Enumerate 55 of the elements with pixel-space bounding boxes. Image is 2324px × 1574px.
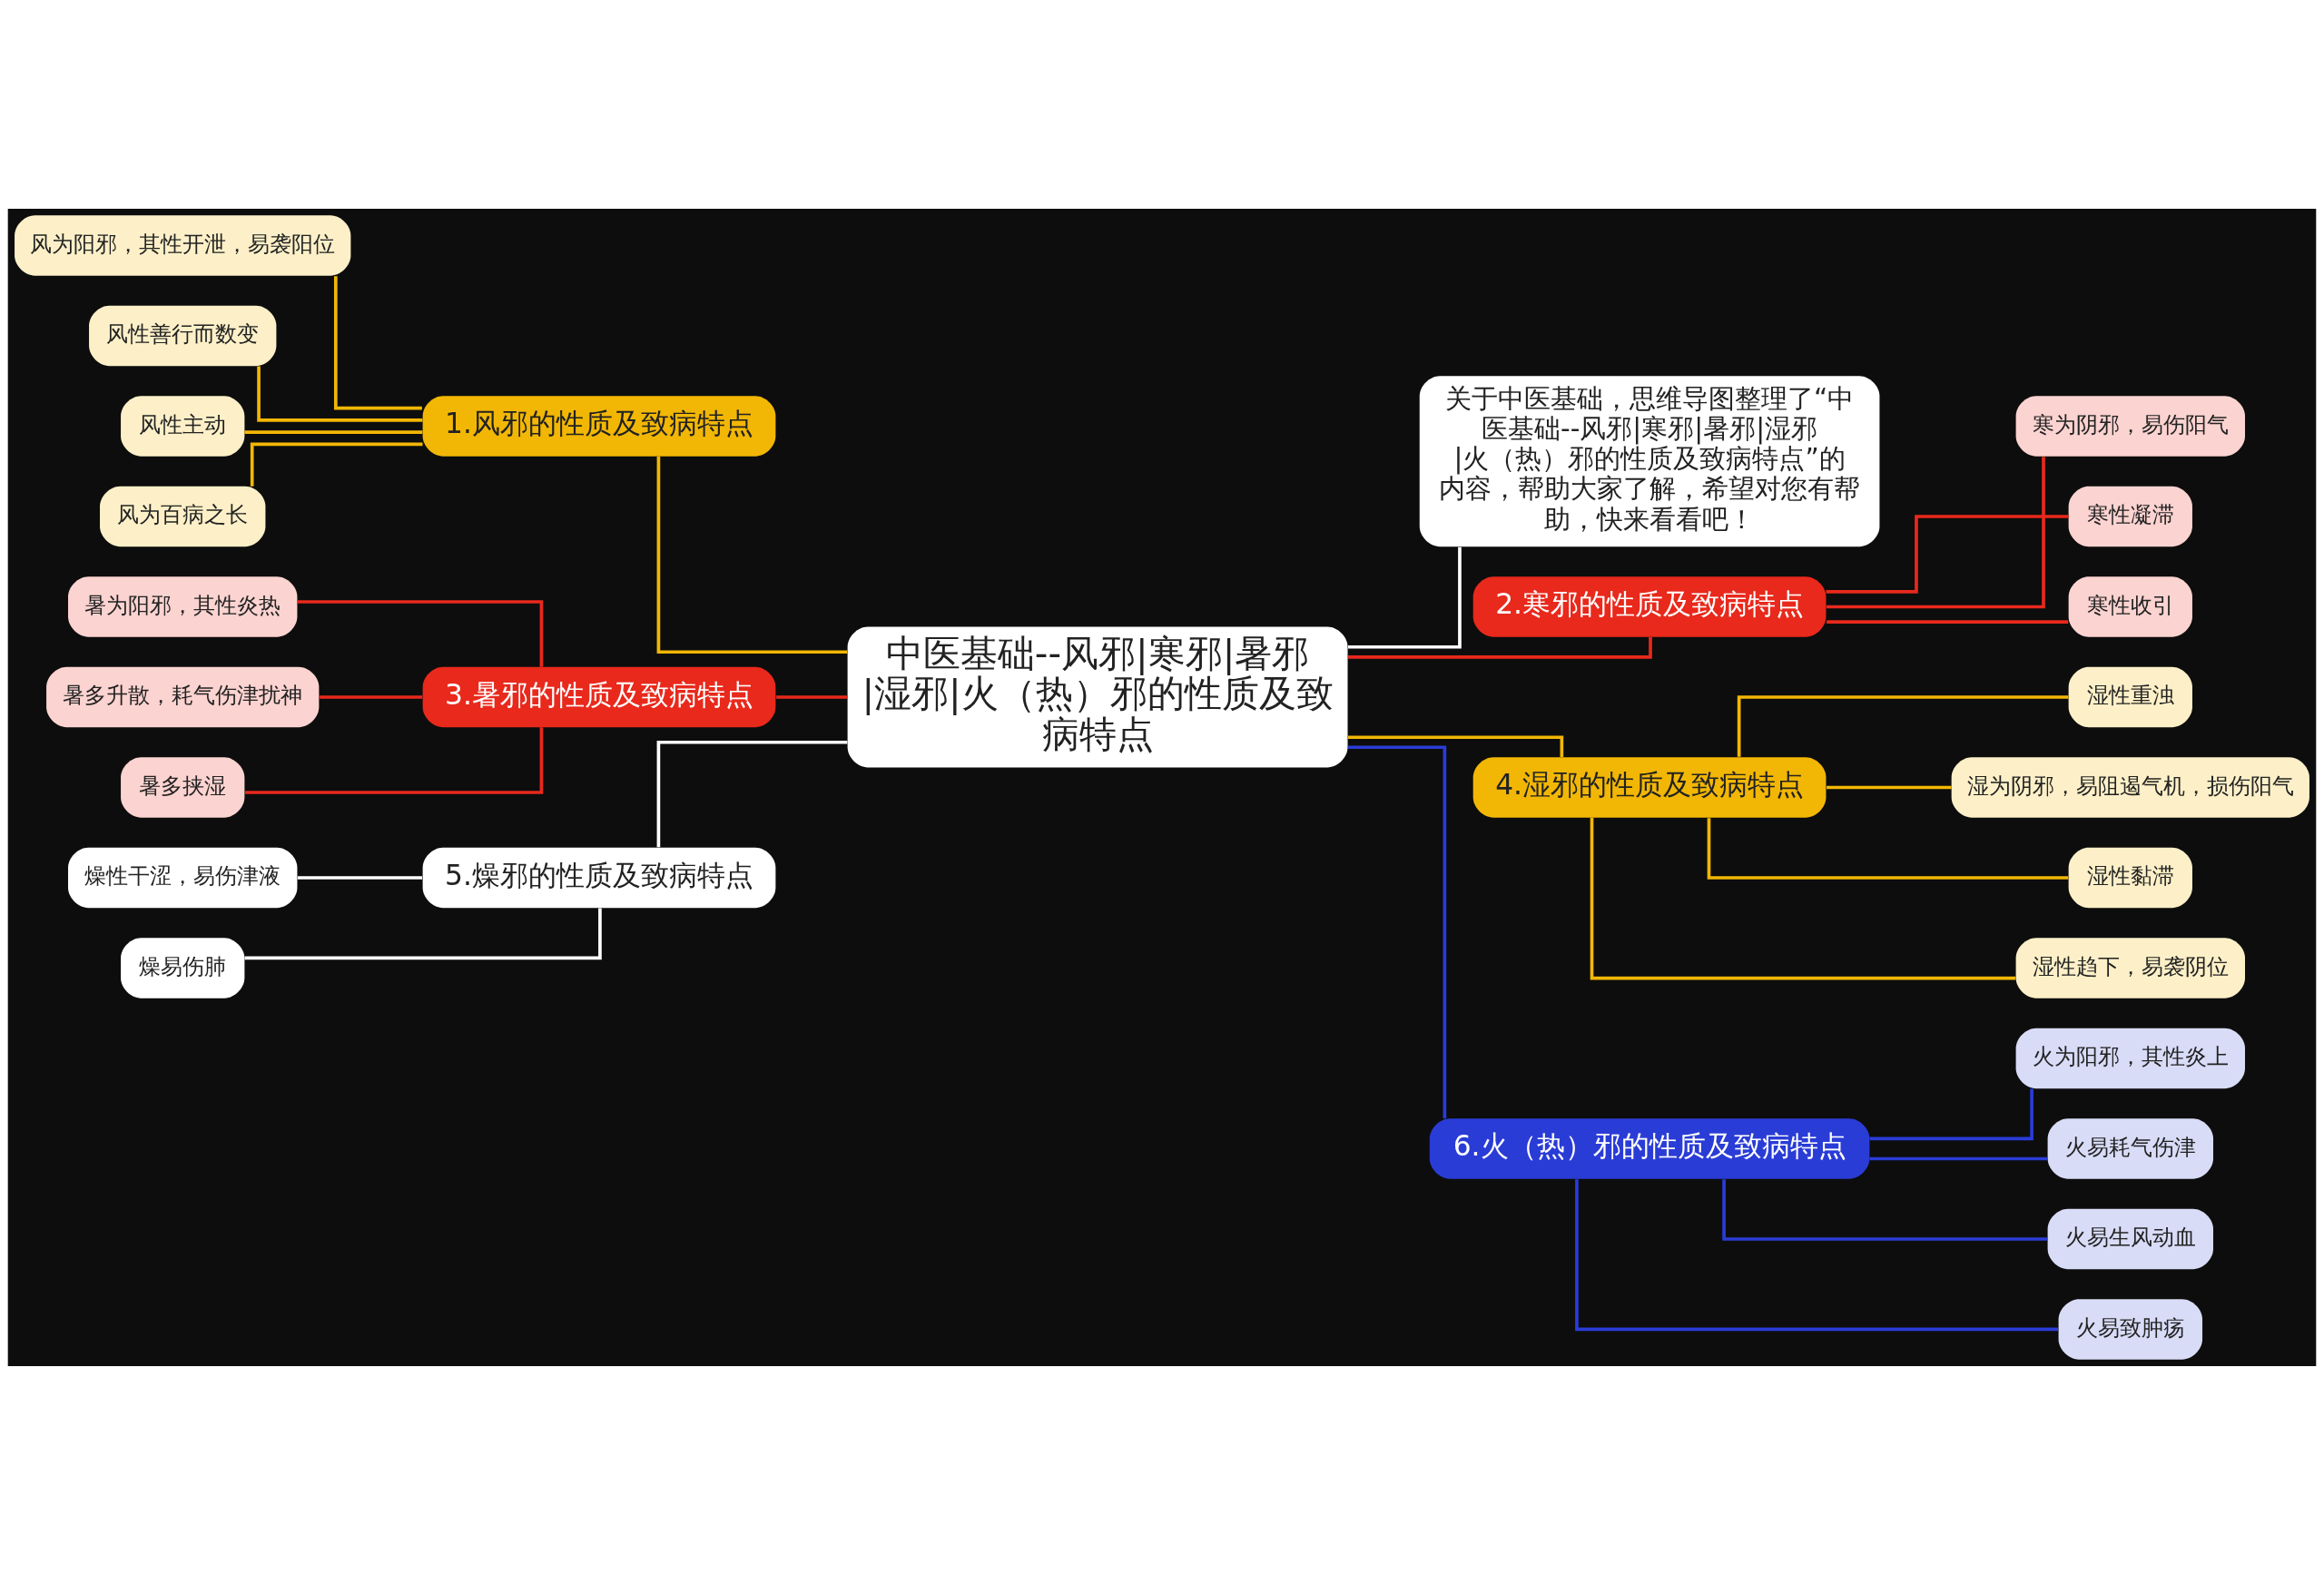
node-box: 湿为阴邪，易阻遏气机，损伤阳气	[1951, 756, 2309, 818]
node-box: 湿性重浊	[2068, 666, 2192, 727]
node-box: 湿性趋下，易袭阴位	[2015, 937, 2245, 999]
node-box: 火易生风动血	[2047, 1208, 2213, 1269]
connector	[1827, 619, 2069, 624]
node-box: 3.暑邪的性质及致病特点	[422, 666, 776, 727]
node-box: 火易耗气伤津	[2047, 1117, 2213, 1179]
connector	[656, 456, 848, 654]
connector	[656, 740, 848, 847]
connector	[1722, 1178, 2048, 1241]
connector	[1827, 785, 1952, 789]
node-box: 关于中医基础，思维导图整理了“中医基础--风邪|寒邪|暑邪|湿邪|火（热）邪的性质及致病特点”的内容，帮助大家了解，希望对您有帮助，快来看看吧！	[1419, 375, 1880, 546]
connector	[776, 694, 848, 699]
connector	[1348, 636, 1652, 659]
connector	[1826, 456, 2045, 608]
node-box: 燥易伤肺	[121, 937, 245, 999]
connector	[1347, 744, 1447, 1118]
node-box: 暑多挟湿	[121, 756, 245, 818]
connector	[333, 275, 422, 409]
connector	[257, 366, 423, 422]
node-box: 风为阳邪，其性开泄，易袭阳位	[15, 214, 351, 276]
connector	[244, 429, 423, 434]
connector	[244, 907, 602, 959]
node-box: 暑多升散，耗气伤津扰神	[46, 666, 320, 727]
connector	[1869, 1156, 2048, 1160]
node-box: 2.寒邪的性质及致病特点	[1472, 575, 1827, 637]
connector	[297, 875, 423, 880]
node-box: 寒性凝滞	[2068, 486, 2192, 546]
node-box: 风性主动	[121, 395, 245, 457]
connector	[250, 442, 423, 487]
node-box: 寒性收引	[2068, 575, 2192, 637]
node-box: 燥性干涩，易伤津液	[68, 847, 298, 908]
node-box: 1.风邪的性质及致病特点	[422, 395, 776, 457]
node-box: 风性善行而数变	[89, 305, 277, 366]
node-box: 中医基础--风邪|寒邪|暑邪|湿邪|火（热）邪的性质及致病特点	[847, 626, 1348, 767]
connector	[1869, 1087, 2034, 1140]
connector	[245, 726, 544, 794]
connector	[1707, 817, 2069, 880]
node-box: 5.燥邪的性质及致病特点	[422, 847, 776, 908]
node-box: 湿性黏滞	[2068, 847, 2192, 908]
connector	[297, 599, 544, 667]
node-box: 寒为阴邪，易伤阳气	[2015, 395, 2245, 457]
connector	[1590, 817, 2016, 979]
node-box: 暑为阳邪，其性炎热	[68, 575, 298, 637]
connector	[1575, 1178, 2059, 1331]
node-box: 火易致肿疡	[2058, 1298, 2203, 1360]
node-box: 火为阳邪，其性炎上	[2015, 1028, 2245, 1088]
connector	[1348, 546, 1462, 649]
connector	[319, 694, 423, 699]
connector	[1826, 514, 2069, 594]
node-box: 6.火（热）邪的性质及致病特点	[1429, 1117, 1870, 1179]
connector	[1737, 694, 2069, 757]
connector	[1347, 734, 1564, 757]
node-box: 4.湿邪的性质及致病特点	[1472, 756, 1827, 818]
node-box: 风为百病之长	[100, 486, 266, 546]
